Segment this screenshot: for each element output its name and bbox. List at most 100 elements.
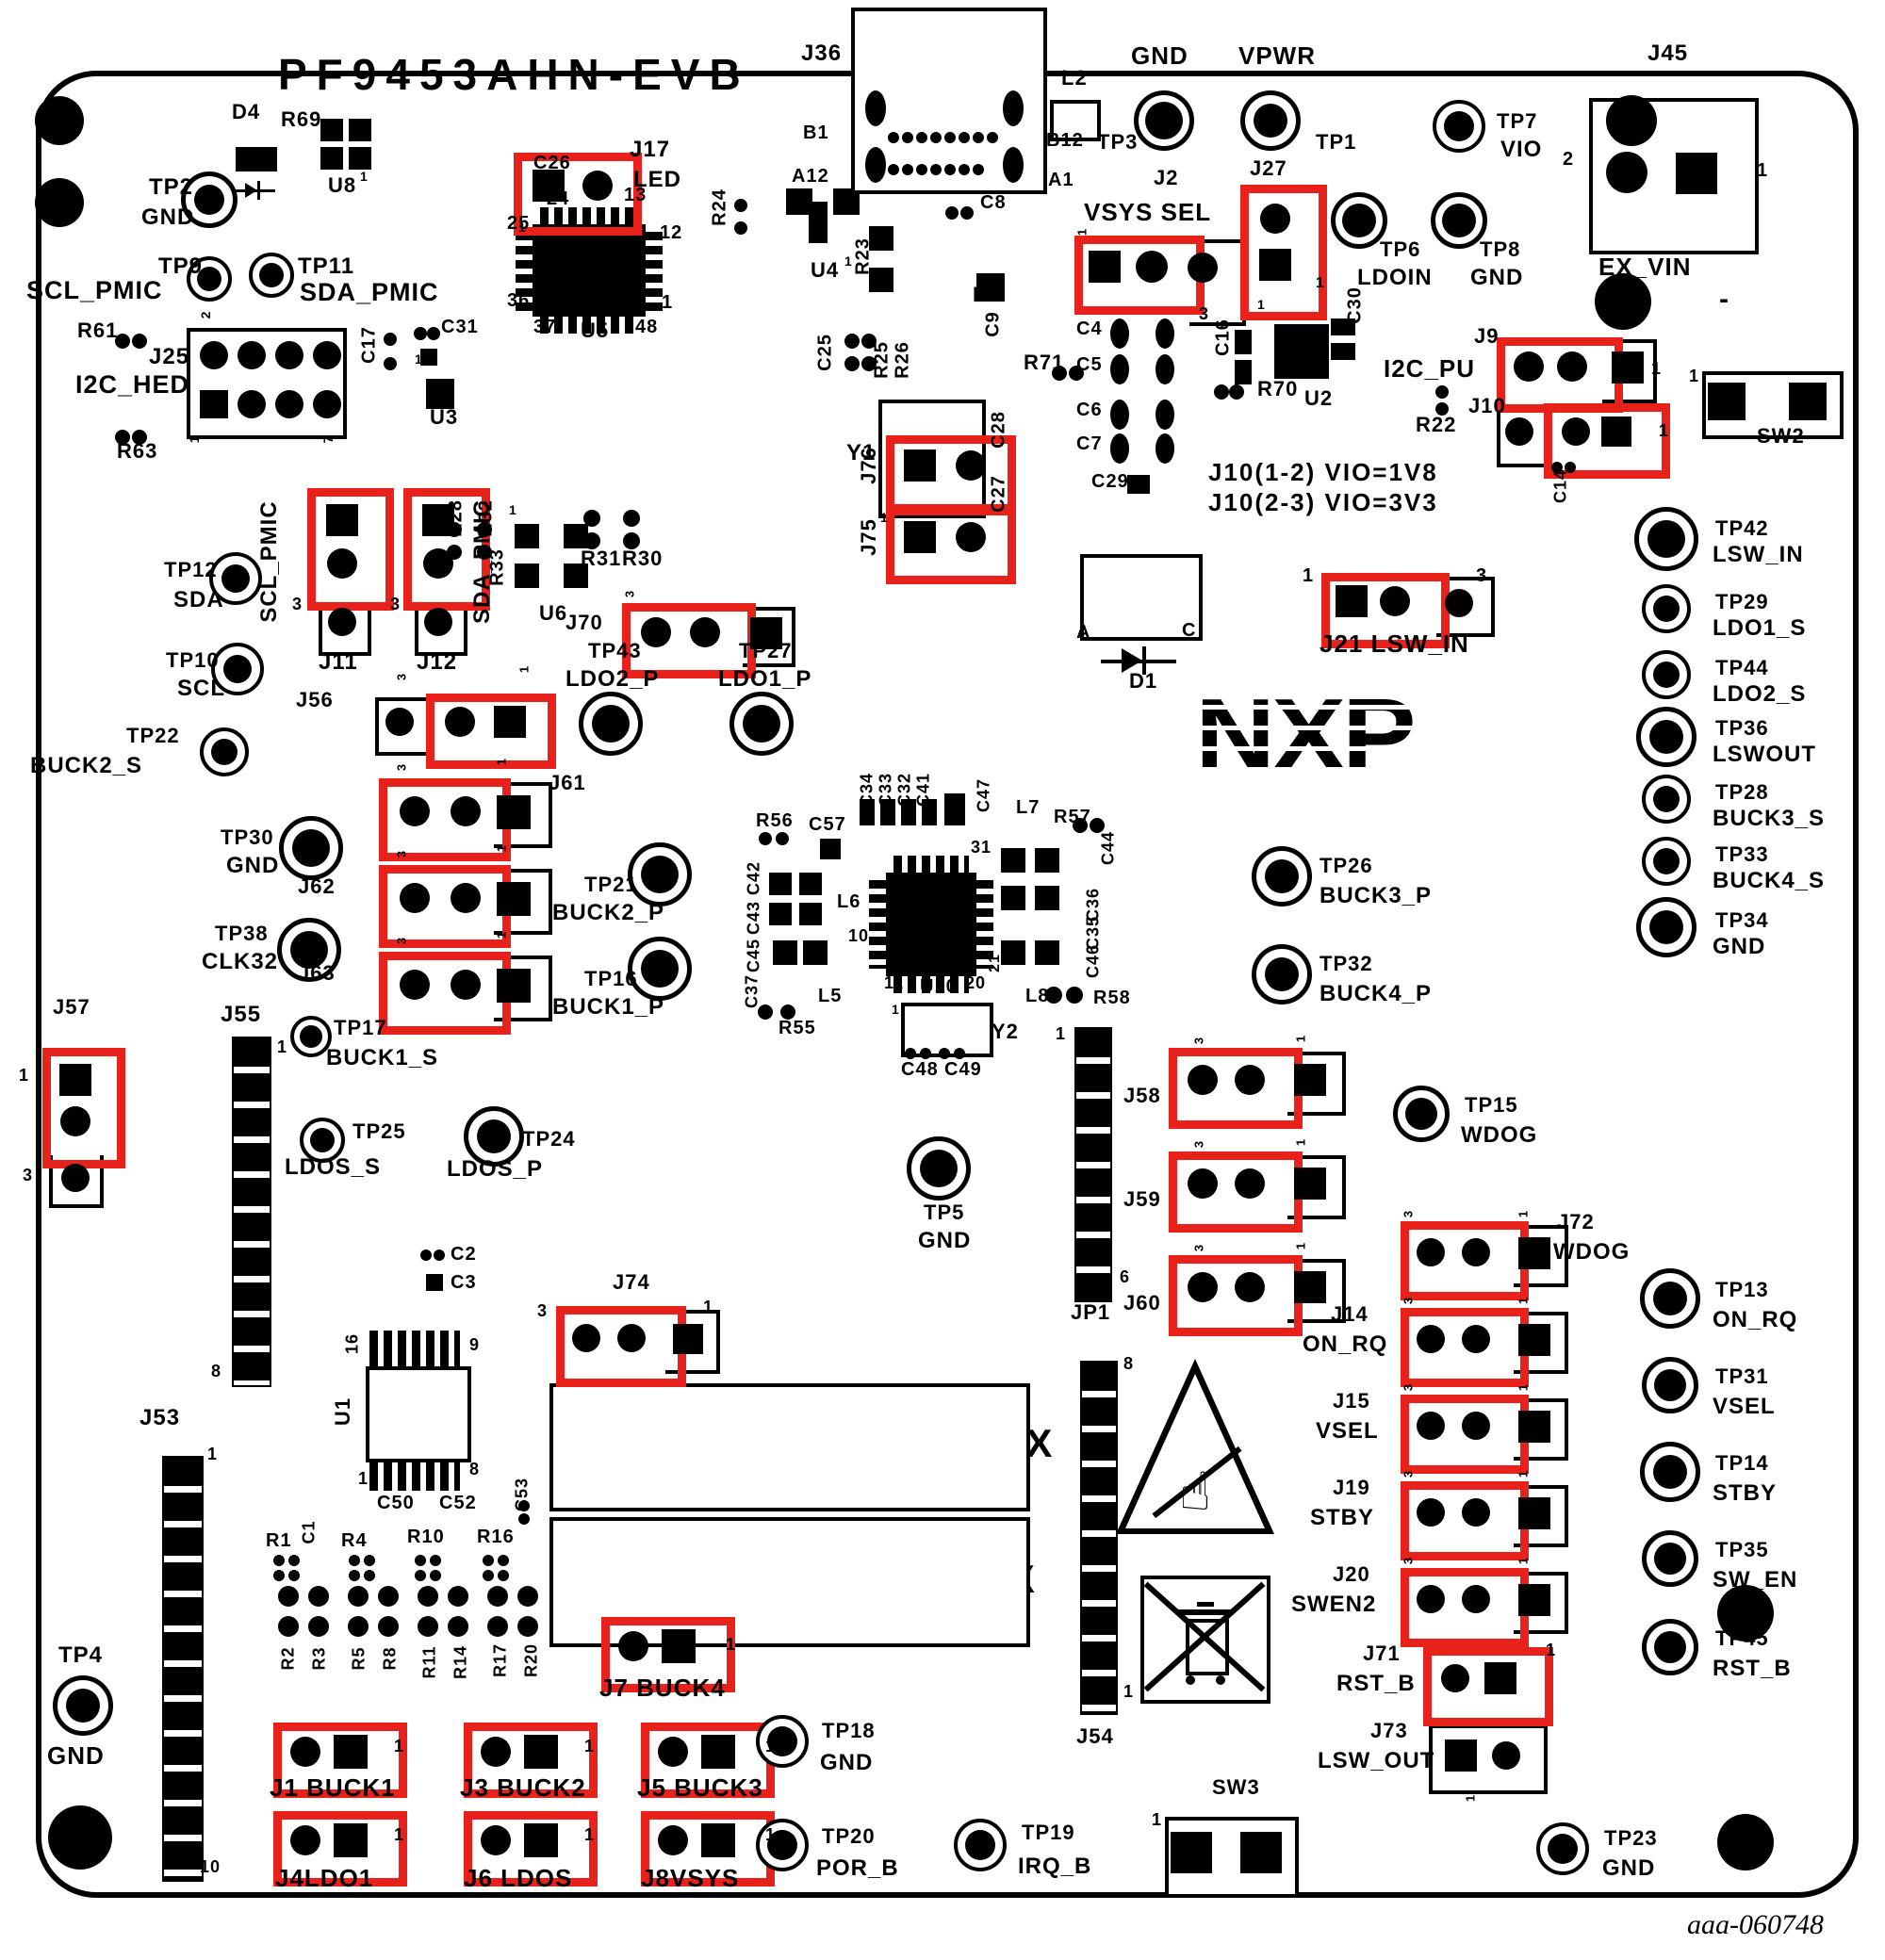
label-j57: J57	[53, 995, 90, 1019]
label-r14: R14	[451, 1644, 470, 1680]
label-r55: R55	[779, 1018, 816, 1038]
pin-circle	[690, 617, 720, 647]
component-U8	[349, 119, 371, 141]
label-j17: J17	[630, 137, 671, 162]
pin-circle	[400, 883, 430, 913]
label-i2c_pu: I2C_PU	[1384, 354, 1476, 383]
label-c1: C1	[299, 1520, 319, 1544]
pad-oval	[1156, 433, 1174, 464]
testpoint-pad	[641, 856, 679, 893]
pad-dot	[448, 1586, 468, 1607]
label-tp32: TP32	[1320, 952, 1373, 975]
label-c47: C47	[974, 777, 993, 813]
testpoint-pad	[1442, 204, 1476, 237]
label-r16: R16	[477, 1527, 515, 1547]
label-j58: J58	[1123, 1084, 1161, 1107]
pin-bracket-J60-pin1	[1287, 1259, 1346, 1323]
pad-dot	[905, 1048, 916, 1059]
testpoint-TP42	[1634, 507, 1698, 571]
label-tp31: TP31	[1715, 1364, 1769, 1388]
pad-dot	[348, 1616, 369, 1637]
pad-dot	[364, 1555, 375, 1566]
pad-dot	[844, 334, 860, 349]
pin-circle	[481, 1825, 511, 1855]
pad-dot	[483, 1570, 494, 1581]
pad-dot	[1551, 462, 1563, 473]
testpoint-pad	[1653, 848, 1680, 874]
pad-dot	[364, 1570, 375, 1581]
label-lsw_in: LSW_IN	[1713, 542, 1804, 567]
testpoint-pad	[965, 1830, 995, 1860]
label-tp10: TP10	[166, 648, 220, 672]
label-c28: C28	[988, 411, 1009, 449]
pad-dot	[518, 1513, 530, 1525]
label-c37: C37	[742, 973, 762, 1009]
label-gnd: GND	[918, 1228, 972, 1253]
testpoint-pad	[66, 1689, 100, 1723]
label-1: 1	[1516, 1209, 1531, 1218]
label-3: 3	[1191, 1243, 1206, 1252]
pin-circle	[1462, 1238, 1490, 1266]
pin-circle	[1462, 1325, 1490, 1353]
label-a: A	[1076, 622, 1091, 643]
label-3: 3	[292, 595, 303, 613]
label-1: 1	[1316, 275, 1325, 291]
jumper-highlight-J10	[1544, 403, 1670, 479]
testpoint-TP3	[1134, 90, 1194, 151]
ic-pin-band	[540, 317, 638, 334]
pad-dot	[583, 532, 600, 549]
label-j2: J2	[1154, 166, 1179, 189]
testpoint-pad	[477, 1119, 511, 1153]
testpoint-TP10	[211, 643, 264, 695]
label-1: 1	[1516, 1556, 1531, 1565]
component-U10	[886, 873, 976, 976]
label-j10: J10	[1468, 394, 1506, 417]
pin-bracket-J57-pin3	[49, 1155, 104, 1208]
label-y1: Y1	[846, 440, 877, 466]
label-j1buck1: J1 BUCK1	[270, 1773, 396, 1802]
pin-square	[326, 504, 358, 536]
label-r70: R70	[1257, 377, 1299, 400]
label-1: 1	[1516, 1382, 1531, 1392]
label-j72: J72	[1557, 1210, 1595, 1233]
pad-dot	[448, 1616, 468, 1637]
label-c30: C30	[1344, 286, 1366, 324]
pin-square	[524, 1735, 558, 1769]
testpoint-TP22	[200, 727, 249, 776]
label-1: 1	[1152, 1810, 1163, 1829]
testpoint-TP26	[1252, 846, 1312, 906]
pin-circle	[313, 390, 341, 418]
label-c50: C50	[377, 1493, 415, 1513]
component-C57	[820, 839, 841, 859]
component-D4	[236, 147, 277, 172]
label-l5: L5	[818, 986, 843, 1006]
pad-dot	[916, 164, 927, 175]
pad-oval	[1110, 354, 1129, 384]
label-y2: Y2	[992, 1020, 1019, 1043]
testpoint-pad	[1548, 1834, 1578, 1864]
pin-circle	[313, 341, 341, 369]
pad-dot	[427, 327, 440, 340]
pin-bracket-J59-pin1	[1287, 1155, 1346, 1219]
testpoint-pad	[1647, 520, 1685, 558]
component-R23	[869, 268, 893, 292]
label-ldos_p: LDOS_P	[447, 1156, 544, 1182]
component-U6	[515, 564, 539, 588]
testpoint-pad	[290, 931, 328, 969]
label-r56: R56	[756, 810, 794, 831]
pad-dot	[944, 164, 956, 175]
label-on_rq: ON_RQ	[1303, 1331, 1388, 1357]
pin-circle	[1514, 351, 1544, 382]
vio-note-2: J10(2-3) VIO=3V3	[1208, 488, 1438, 516]
pad-dot	[278, 1586, 299, 1607]
component-U6	[564, 564, 588, 588]
pad-dot	[288, 1570, 300, 1581]
pad-dot	[1073, 818, 1088, 833]
pin-circle	[400, 796, 430, 826]
label-gnd: GND	[1131, 41, 1188, 70]
label-vsel: VSEL	[1713, 1394, 1776, 1419]
jumper-highlight-J75	[886, 507, 1016, 584]
component-U2	[1274, 324, 1329, 379]
label-tp17: TP17	[334, 1016, 387, 1039]
label-1: 1	[662, 292, 674, 313]
